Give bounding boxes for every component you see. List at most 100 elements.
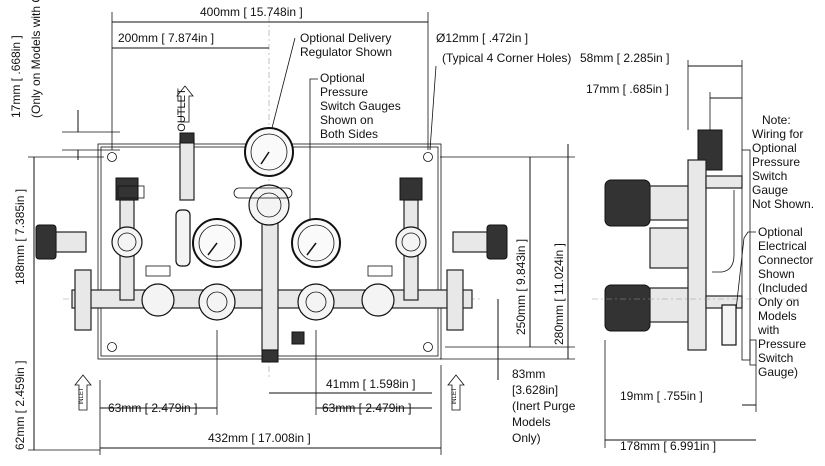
- svg-text:Optional: Optional: [320, 71, 365, 85]
- right-gauge-needle: [306, 242, 317, 256]
- svg-text:Note:: Note:: [762, 113, 791, 127]
- svg-text:Wiring for: Wiring for: [752, 127, 803, 141]
- dim-83: 83mm [3.628in] (Inert Purge Models Only): [512, 367, 576, 445]
- inlet-arrow-right: INLET: [447, 374, 465, 411]
- svg-text:Optional: Optional: [752, 141, 797, 155]
- delivery-gauge-needle: [260, 151, 270, 165]
- corner-hole-tr: [423, 152, 433, 162]
- dim-250: 250mm [ 9.843in ]: [514, 239, 528, 335]
- dim-hole: Ø12mm [ .472in ]: [436, 31, 528, 45]
- side-connector: [721, 304, 737, 346]
- svg-text:[3.628in]: [3.628in]: [512, 383, 558, 397]
- svg-text:Only on: Only on: [758, 295, 799, 309]
- corner-hole-tl: [107, 152, 117, 162]
- valve-left-inner: [198, 283, 236, 321]
- svg-text:Pressure: Pressure: [752, 155, 800, 169]
- valve-right-inner-knob: [305, 291, 327, 313]
- dim-41: 41mm [ 1.598in ]: [326, 377, 415, 391]
- side-body-bottom: [649, 287, 691, 323]
- svg-text:Both Sides: Both Sides: [320, 127, 378, 141]
- side-arm-top: [705, 175, 743, 189]
- right-side-gauge: [395, 226, 427, 258]
- dim-63b: 63mm [ 2.479in ]: [322, 401, 411, 415]
- dim-400: 400mm [ 15.748in ]: [200, 5, 303, 19]
- left-handwheel-stem: [55, 231, 87, 253]
- dim-63a: 63mm [ 2.479in ]: [108, 401, 197, 415]
- side-riser: [687, 159, 707, 351]
- dim-188: 188mm [ 7.385in ]: [13, 189, 27, 285]
- side-body-mid: [649, 227, 691, 269]
- note-wiring: Note: Wiring for Optional Pressure Switc…: [752, 113, 814, 211]
- dimension-lines: [28, 12, 575, 455]
- right-pressure-gauge-face: [297, 224, 335, 262]
- outlet-pipe: [179, 139, 195, 201]
- left-top-fitting: [115, 177, 139, 201]
- svg-text:Shown: Shown: [758, 267, 795, 281]
- left-pressure-gauge-face: [198, 224, 236, 262]
- right-inlet-pipe: [446, 269, 464, 331]
- svg-text:Optional Delivery: Optional Delivery: [300, 31, 391, 45]
- callout-pressure-switch: Optional Pressure Switch Gauges Shown on…: [309, 71, 401, 220]
- svg-text:Models: Models: [758, 309, 797, 323]
- svg-text:Pressure: Pressure: [758, 337, 806, 351]
- side-body-top: [649, 185, 691, 221]
- corner-hole-bl: [107, 342, 117, 352]
- dim-17-left-note: (Only on Models with Outlet Gauge): [29, 0, 43, 118]
- outlet-label: OUTLET: [176, 88, 188, 132]
- side-handwheel-top: [604, 179, 651, 227]
- left-handwheel: [35, 224, 57, 260]
- flow-meter: [175, 209, 191, 267]
- left-side-gauge-face: [117, 232, 137, 252]
- svg-text:Gauge: Gauge: [752, 183, 788, 197]
- delivery-gauge-face: [250, 133, 288, 171]
- warning-label-left: [117, 185, 145, 199]
- inlet-label-left: INLET: [79, 387, 85, 404]
- front-view: [35, 16, 508, 380]
- valve-left-inner-knob: [206, 291, 228, 313]
- hole-leader: [429, 65, 437, 151]
- delivery-regulator-knob: [256, 192, 282, 218]
- dim-58: 58mm [ 2.285in ]: [580, 51, 669, 65]
- left-inlet-pipe: [74, 269, 92, 331]
- outlet-fitting: [179, 132, 195, 144]
- valve-left-outer: [141, 283, 175, 317]
- svg-text:(Inert Purge: (Inert Purge: [512, 399, 576, 413]
- left-side-gauge: [111, 226, 143, 258]
- left-gauge-needle: [207, 242, 218, 256]
- svg-text:83mm: 83mm: [512, 367, 545, 381]
- dim-62: 62mm [ 2.459in ]: [13, 361, 27, 450]
- side-backplate: [741, 149, 751, 361]
- right-handwheel-stem: [452, 231, 488, 253]
- purge-fitting: [261, 349, 279, 363]
- svg-text:Switch Gauges: Switch Gauges: [320, 99, 401, 113]
- svg-text:Only): Only): [512, 431, 541, 445]
- dim-17-right: 17mm [ .685in ]: [586, 82, 669, 96]
- svg-text:Models: Models: [512, 415, 551, 429]
- svg-text:Gauge): Gauge): [758, 365, 798, 379]
- inlet-label-right: INLET: [452, 387, 458, 404]
- svg-text:Regulator Shown: Regulator Shown: [300, 45, 392, 59]
- warning-label-mid: [145, 265, 171, 277]
- svg-text:Switch: Switch: [758, 351, 793, 365]
- svg-text:with: with: [757, 323, 779, 337]
- svg-text:Optional: Optional: [758, 225, 803, 239]
- dim-280: 280mm [ 11.024in ]: [552, 243, 566, 345]
- callout-delivery: Optional Delivery Regulator Shown: [271, 31, 392, 129]
- top-connector-bar: [233, 187, 293, 199]
- dim-19: 19mm [ .755in ]: [620, 389, 703, 403]
- svg-text:(Included: (Included: [758, 281, 807, 295]
- inlet-arrow-left: INLET: [74, 374, 92, 411]
- side-wire: [712, 190, 735, 273]
- dim-200: 200mm [ 7.874in ]: [118, 31, 214, 45]
- valve-right-inner: [297, 283, 335, 321]
- corner-hole-br: [423, 342, 433, 352]
- svg-text:Shown on: Shown on: [320, 113, 373, 127]
- svg-text:Pressure: Pressure: [320, 85, 368, 99]
- right-handwheel: [486, 224, 508, 260]
- right-side-gauge-face: [401, 232, 421, 252]
- svg-text:Switch: Switch: [752, 169, 787, 183]
- delivery-regulator-body: [248, 184, 290, 226]
- svg-text:Not Shown.: Not Shown.: [752, 197, 814, 211]
